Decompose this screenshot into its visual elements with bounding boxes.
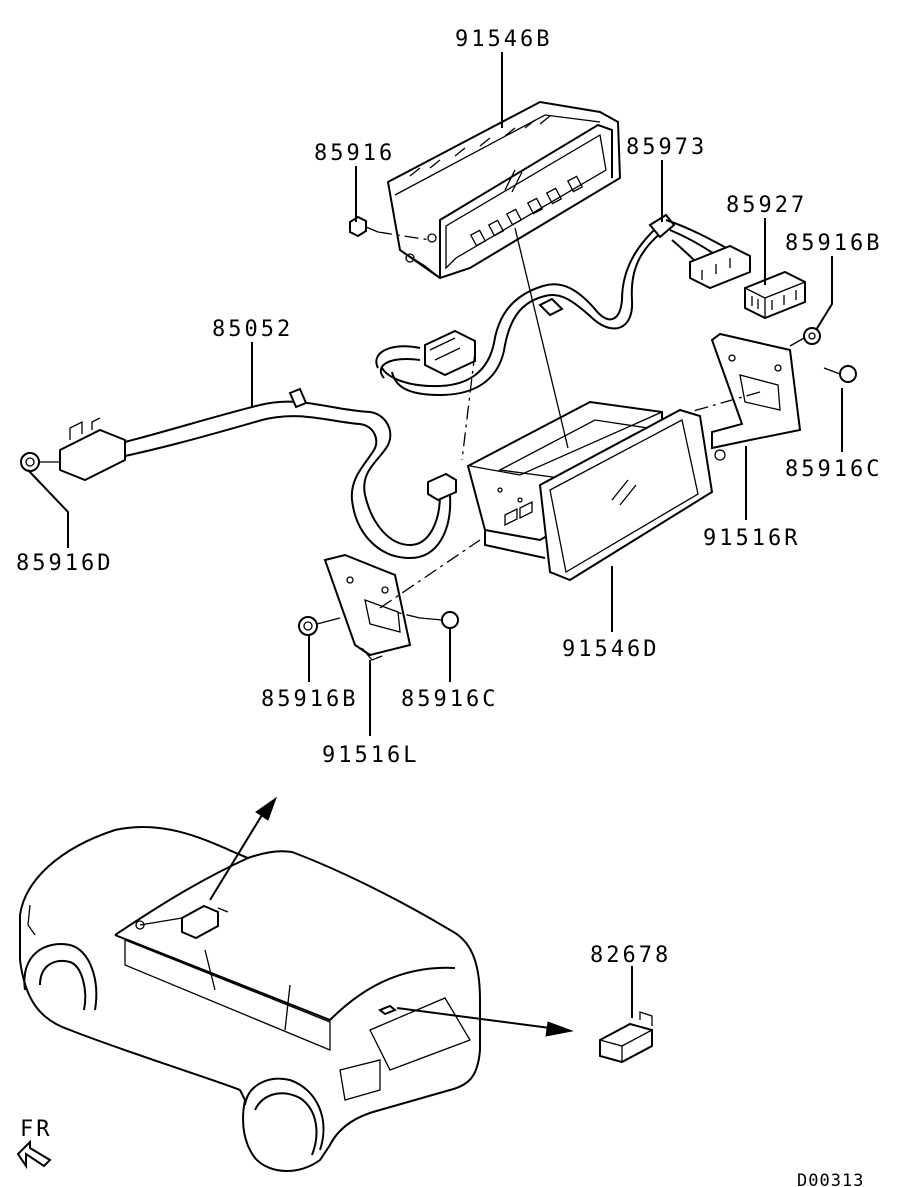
screw-85916c-right <box>823 365 857 383</box>
callout-85973: 85973 <box>626 135 707 160</box>
gauge-unit-91546b <box>386 100 622 280</box>
callout-85916: 85916 <box>314 141 395 166</box>
callout-85916d: 85916D <box>16 551 113 576</box>
sensor-82678 <box>599 1011 653 1064</box>
callout-85916b-bottom: 85916B <box>261 687 358 712</box>
bracket-91516l <box>323 539 481 661</box>
screw-85916b-left <box>298 616 341 636</box>
guide-line <box>461 351 476 461</box>
callout-labels: 91546B 85916 85973 85927 85916B 85052 85… <box>16 27 882 1187</box>
location-arrows <box>209 796 574 1037</box>
callout-91546d: 91546D <box>562 637 659 662</box>
direction-label: FR <box>20 1117 53 1142</box>
callout-91516r: 91516R <box>703 526 800 551</box>
vehicle-outline <box>19 826 481 1172</box>
callout-85916b-top: 85916B <box>785 231 882 256</box>
screw-85916b-right <box>789 327 821 347</box>
screw-85916d <box>20 452 60 472</box>
leader-lines <box>27 52 843 1018</box>
display-91546d <box>466 400 714 582</box>
guide-line <box>514 227 569 449</box>
bracket-91516r <box>689 332 802 461</box>
harness-85052 <box>59 387 457 560</box>
front-direction-arrow-icon <box>16 1139 52 1170</box>
screw-85916 <box>349 215 431 241</box>
harness-85973 <box>375 213 751 397</box>
callout-91546b: 91546B <box>455 27 552 52</box>
callout-85916c-right: 85916C <box>785 457 882 482</box>
callout-85927: 85927 <box>726 193 807 218</box>
callout-85916c-bottom: 85916C <box>401 687 498 712</box>
callout-82678: 82678 <box>590 943 671 968</box>
diagram-code: D00313 <box>797 1171 864 1187</box>
callout-85052: 85052 <box>212 317 293 342</box>
callout-91516l: 91516L <box>322 743 419 768</box>
connector-85927 <box>744 270 806 320</box>
